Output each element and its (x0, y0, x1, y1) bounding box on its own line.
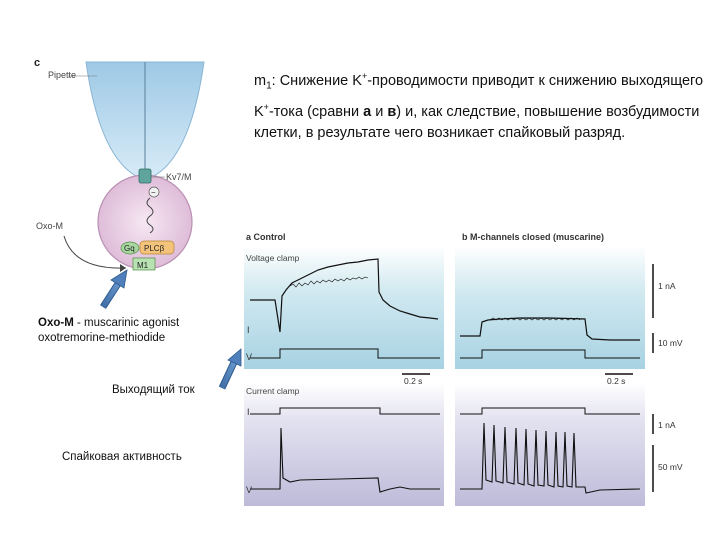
desc-and: и (371, 103, 388, 120)
oxo-m-label: Oxo-M (36, 221, 63, 231)
scale-time-b-label: 0.2 s (607, 376, 625, 386)
trace-a-current-noise (289, 276, 369, 288)
current-clamp-label: Current clamp (246, 386, 300, 396)
spike-activity-label: Спайковая активность (62, 451, 182, 463)
trace-a-voltage (250, 348, 440, 359)
scale-10mv-label: 10 mV (658, 338, 683, 348)
gq-label: Gq (124, 244, 135, 253)
oxo-arrow (63, 235, 127, 269)
panel-b-voltage-clamp-bg (455, 246, 645, 369)
kv7-channel-icon (138, 168, 152, 184)
oxo-desc-line1: - muscarinic agonist (73, 317, 180, 329)
current-i-label-vc: I (247, 325, 250, 335)
trace-b-spike-train (460, 422, 641, 494)
main-description: m1: Снижение K+-проводимости приводит к … (254, 66, 704, 144)
signal-squiggle (146, 197, 154, 234)
current-i-label-cc: I (247, 407, 250, 417)
plcb-label: PLCβ (144, 244, 165, 253)
oxo-m-description: Oxo-M - muscarinic agonist oxotremorine-… (38, 316, 179, 346)
cell-body (97, 174, 193, 270)
minus-label: − (151, 188, 156, 197)
desc-part1: : Снижение K (271, 72, 362, 89)
trace-a-injected-current (250, 407, 440, 415)
m1-label: M1 (137, 261, 149, 270)
scale-time-a-label: 0.2 s (404, 376, 422, 386)
m1-receptor-icon (132, 257, 156, 271)
trace-b-voltage (460, 349, 640, 359)
voltage-v-label-cc: V (246, 485, 252, 495)
desc-sup2: + (263, 101, 269, 112)
desc-part4: ) и, как следствие, повышение возбудимос… (254, 103, 700, 141)
pointer-arrow-down (218, 348, 242, 390)
desc-part2: -проводимости приводит к снижению выходя… (254, 72, 704, 120)
pipette-label: Pipette (48, 70, 77, 80)
voltage-clamp-label: Voltage clamp (246, 253, 300, 263)
panel-b-heading: b M-channels closed (muscarine) (462, 232, 605, 242)
oxo-arrow-head-icon (120, 264, 126, 272)
trace-b-injected-current (460, 407, 640, 415)
panel-a-heading: a Control (246, 232, 286, 242)
trace-b-current-noise (489, 317, 581, 321)
scale-1na-top-label: 1 nA (658, 281, 676, 291)
kv-channel-label: Kv7/M (166, 172, 192, 182)
panel-a-current-clamp-bg (244, 383, 444, 506)
scale-50mv-label: 50 mV (658, 462, 683, 472)
desc-letter-b: в (387, 103, 397, 120)
oxo-desc-bold: Oxo-M (38, 317, 74, 329)
voltage-v-label-vc: V (246, 352, 252, 362)
panel-c-letter: c (34, 57, 41, 69)
scale-1na-bottom-label: 1 nA (658, 420, 676, 430)
m-symbol: m (254, 72, 267, 89)
desc-sup1: + (361, 71, 368, 81)
outward-current-label: Выходящий ток (112, 384, 195, 396)
desc-part3: -тока (сравни (268, 103, 364, 120)
desc-letter-a: а (363, 103, 372, 120)
panel-a-voltage-clamp-bg (244, 246, 444, 369)
minus-circle-icon (148, 186, 160, 198)
trace-a-membrane-voltage (250, 427, 440, 493)
oxo-desc-line2: oxotremorine-methiodide (38, 332, 166, 344)
pointer-arrow-up (100, 269, 128, 309)
trace-a-current (250, 258, 439, 333)
plcb-icon (139, 240, 175, 255)
gq-icon (120, 241, 140, 255)
m-subscript: 1 (266, 80, 272, 92)
